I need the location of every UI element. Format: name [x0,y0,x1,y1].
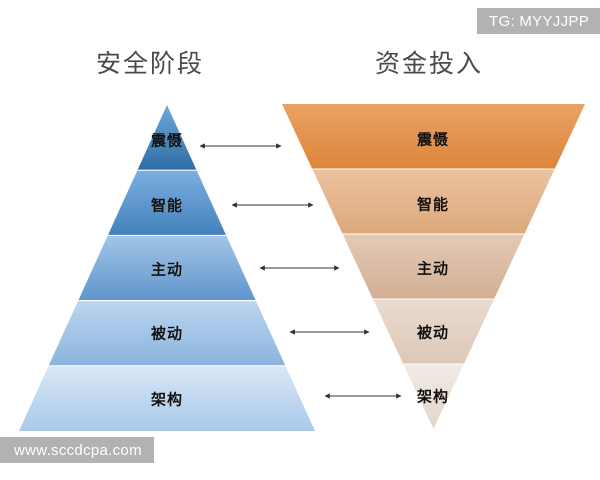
left-level-1 [137,105,197,171]
right-level-label-4: 被动 [416,324,450,342]
right-pyramid-title: 资金投入 [375,50,484,78]
right-level-1 [282,104,585,169]
left-pyramid [19,105,315,431]
left-level-2 [107,170,227,236]
right-level-label-5: 架构 [416,388,450,406]
right-pyramid [282,104,585,429]
left-level-label-3: 主动 [150,261,184,279]
left-level-3 [78,235,256,301]
right-level-label-2: 智能 [416,196,450,214]
right-level-2 [312,169,555,234]
left-level-label-4: 被动 [150,325,184,343]
left-level-4 [48,300,286,366]
right-level-4 [372,299,495,364]
left-pyramid-title: 安全阶段 [96,50,205,78]
right-level-3 [342,234,525,299]
watermark-top: TG: MYYJJPP [477,8,600,34]
right-level-label-1: 震慑 [416,131,450,149]
right-level-5 [403,364,464,429]
left-level-label-5: 架构 [150,391,184,409]
left-level-label-1: 震慑 [150,132,184,150]
right-level-label-3: 主动 [416,260,450,278]
watermark-bottom: www.sccdcpa.com [0,437,154,463]
connector-arrows [199,143,402,399]
left-level-5 [19,365,315,431]
left-level-label-2: 智能 [150,197,184,215]
